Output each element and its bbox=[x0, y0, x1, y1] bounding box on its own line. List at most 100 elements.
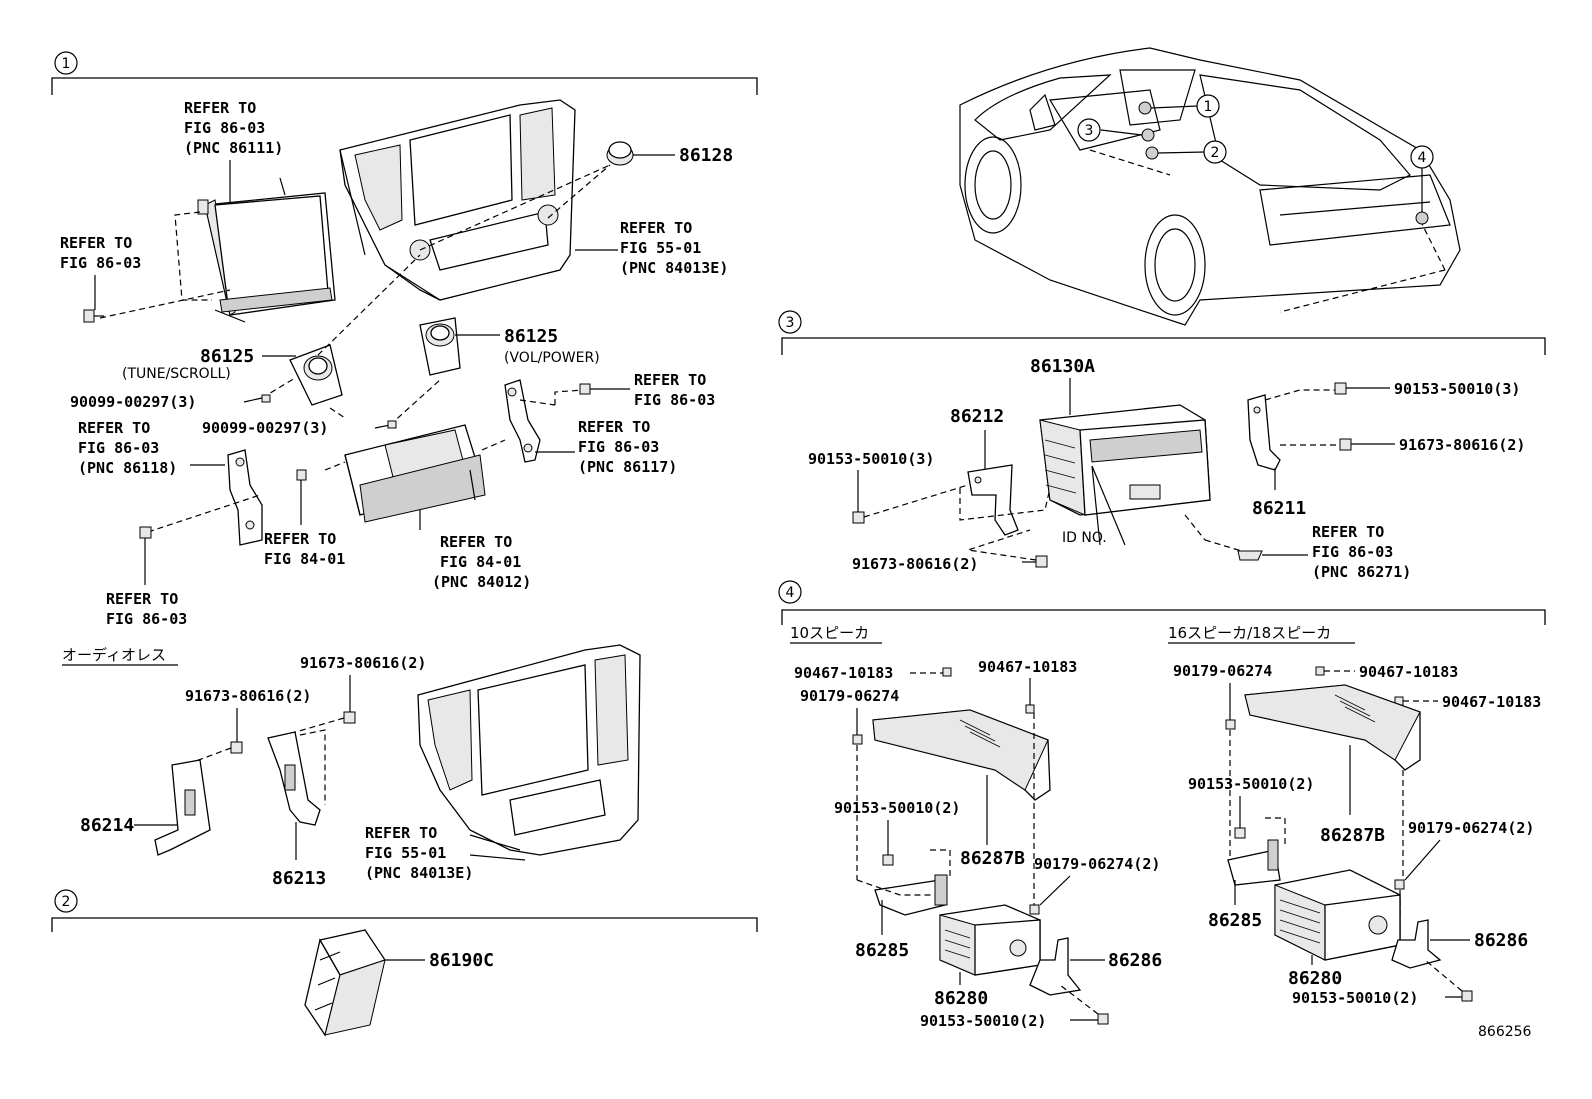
audio-head-unit bbox=[344, 424, 486, 523]
refer-84013e-line3: (PNC 84013E) bbox=[620, 259, 728, 277]
speaker-cover-86287b bbox=[872, 709, 1051, 801]
bracket-86212 bbox=[967, 464, 1019, 536]
bolt-a-label: 91673-80616(2) bbox=[300, 654, 426, 672]
part-86125-a-label: 86125 bbox=[200, 346, 254, 367]
switch-86190c-icon bbox=[304, 929, 387, 1037]
callout-screw-a: 90099-00297(3) bbox=[70, 377, 296, 411]
part-86214-label: 86214 bbox=[80, 815, 134, 836]
nut-icon bbox=[1029, 904, 1040, 915]
refer-84013e-b-line1: REFER TO bbox=[365, 824, 437, 842]
vehicle-illustration: 1 2 3 4 bbox=[959, 47, 1461, 326]
refer-84-01-line1: REFER TO bbox=[264, 530, 336, 548]
s4l-86287b-label: 86287B bbox=[960, 848, 1025, 869]
callout-refer-86117: REFER TO FIG 86-03 (PNC 86117) bbox=[535, 418, 677, 476]
clip-icon bbox=[1025, 704, 1035, 714]
refer-84012-line1: REFER TO bbox=[440, 533, 512, 551]
callout-refer-84-01: REFER TO FIG 84-01 bbox=[264, 469, 345, 568]
speaker-cover-86287b-right bbox=[1244, 684, 1421, 771]
bracket-86213 bbox=[267, 731, 321, 826]
section-1-number: 1 bbox=[62, 56, 71, 72]
refer-84013e-b-line2: FIG 55-01 bbox=[365, 844, 446, 862]
bracket-86117 bbox=[504, 379, 541, 463]
callout-86212: 86212 bbox=[950, 406, 1004, 470]
section-1-marker bbox=[54, 51, 78, 75]
s4r-86287b-label: 86287B bbox=[1320, 825, 1385, 846]
screw-icon bbox=[139, 526, 152, 539]
s4l-86280-label: 86280 bbox=[934, 988, 988, 1009]
bolt-b-label: 91673-80616(2) bbox=[185, 687, 311, 705]
section-2-bracket bbox=[51, 917, 758, 932]
amplifier-86280-right bbox=[1274, 869, 1401, 961]
s4r-86280-label: 86280 bbox=[1288, 968, 1342, 989]
screw-icon bbox=[1334, 382, 1347, 395]
section-4-bracket bbox=[781, 609, 1546, 625]
refer-86271-line3: (PNC 86271) bbox=[1312, 563, 1411, 581]
bracket-86211 bbox=[1247, 394, 1281, 471]
center-bezel-panel bbox=[339, 99, 576, 301]
part-86212-label: 86212 bbox=[950, 406, 1004, 427]
s4l-90153-b-label: 90153-50010(2) bbox=[920, 1012, 1046, 1030]
s4l-86285-label: 86285 bbox=[855, 940, 909, 961]
s4l-90179-a-label: 90179-06274 bbox=[800, 687, 899, 705]
bolt-icon bbox=[1035, 555, 1048, 568]
knob-icon bbox=[606, 141, 634, 166]
vol-power-note: (VOL/POWER) bbox=[504, 350, 600, 366]
part-86125-b-label: 86125 bbox=[504, 326, 558, 347]
callout-refer-86111: REFER TO FIG 86-03 (PNC 86111) bbox=[184, 99, 283, 205]
audioless-label: オーディオレス bbox=[62, 646, 166, 664]
refer-left-line1: REFER TO bbox=[60, 234, 132, 252]
car-callout-2-number: 2 bbox=[1211, 145, 1220, 161]
vol-switch-icon bbox=[419, 317, 461, 376]
callout-bolt-bottom-s3: 91673-80616(2) bbox=[852, 555, 1048, 573]
nut-icon bbox=[1225, 719, 1236, 730]
refer-86117-line2: FIG 86-03 bbox=[578, 438, 659, 456]
refer-84013e-line2: FIG 55-01 bbox=[620, 239, 701, 257]
amplifier-86280-left bbox=[939, 904, 1041, 976]
refer-86271-line2: FIG 86-03 bbox=[1312, 543, 1393, 561]
screw-icon bbox=[882, 854, 894, 866]
screw-icon bbox=[296, 469, 307, 481]
part-86211-label: 86211 bbox=[1252, 498, 1306, 519]
tune-switch-icon bbox=[289, 344, 343, 406]
refer-86117-line1: REFER TO bbox=[578, 418, 650, 436]
s4l-90467-a-label: 90467-10183 bbox=[794, 664, 893, 682]
refer-bottom-line2: FIG 86-03 bbox=[106, 610, 187, 628]
refer-right-line1: REFER TO bbox=[634, 371, 706, 389]
screw-b-label: 90099-00297(3) bbox=[202, 419, 328, 437]
part-86190c-label: 86190C bbox=[429, 950, 494, 971]
clip-icon bbox=[1315, 666, 1325, 676]
callout-refer-84013e: REFER TO FIG 55-01 (PNC 84013E) bbox=[575, 219, 728, 277]
section-4-number: 4 bbox=[786, 585, 795, 601]
screw-a-label: 90099-00297(3) bbox=[70, 393, 196, 411]
bolt-icon bbox=[343, 711, 356, 724]
callout-86211: 86211 bbox=[1252, 468, 1306, 519]
tune-scroll-note: (TUNE/SCROLL) bbox=[122, 366, 231, 382]
s4r-86285-label: 86285 bbox=[1208, 910, 1262, 931]
section-3-bracket bbox=[781, 337, 1546, 355]
refer-84-01-line2: FIG 84-01 bbox=[264, 550, 345, 568]
callout-bolt-b: 91673-80616(2) bbox=[185, 687, 311, 754]
s4l-86286-label: 86286 bbox=[1108, 950, 1162, 971]
refer-86111-line2: FIG 86-03 bbox=[184, 119, 265, 137]
refer-86118-line3: (PNC 86118) bbox=[78, 459, 177, 477]
s4l-90179-b-label: 90179-06274(2) bbox=[1034, 855, 1160, 873]
refer-84013e-b-line3: (PNC 84013E) bbox=[365, 864, 473, 882]
s4r-90153-b-label: 90153-50010(2) bbox=[1292, 989, 1418, 1007]
refer-86118-line2: FIG 86-03 bbox=[78, 439, 159, 457]
callout-refer-84013e-b: REFER TO FIG 55-01 (PNC 84013E) bbox=[365, 824, 526, 882]
refer-86271-line1: REFER TO bbox=[1312, 523, 1384, 541]
bracket-86214 bbox=[154, 759, 211, 856]
id-no-label: ID NO. bbox=[1062, 530, 1107, 546]
callout-86130a: 86130A bbox=[1030, 356, 1095, 415]
refer-86111-line3: (PNC 86111) bbox=[184, 139, 283, 157]
callout-bolt-a: 91673-80616(2) bbox=[300, 654, 426, 724]
refer-84013e-line1: REFER TO bbox=[620, 219, 692, 237]
refer-left-line2: FIG 86-03 bbox=[60, 254, 141, 272]
section-3: 3 bbox=[778, 310, 1546, 355]
refer-right-line2: FIG 86-03 bbox=[634, 391, 715, 409]
bracket-86285-left bbox=[874, 874, 948, 916]
bolt-icon bbox=[1339, 438, 1352, 451]
callout-86190c: 86190C bbox=[304, 929, 494, 1037]
refer-86117-line3: (PNC 86117) bbox=[578, 458, 677, 476]
screw-icon bbox=[83, 309, 104, 323]
